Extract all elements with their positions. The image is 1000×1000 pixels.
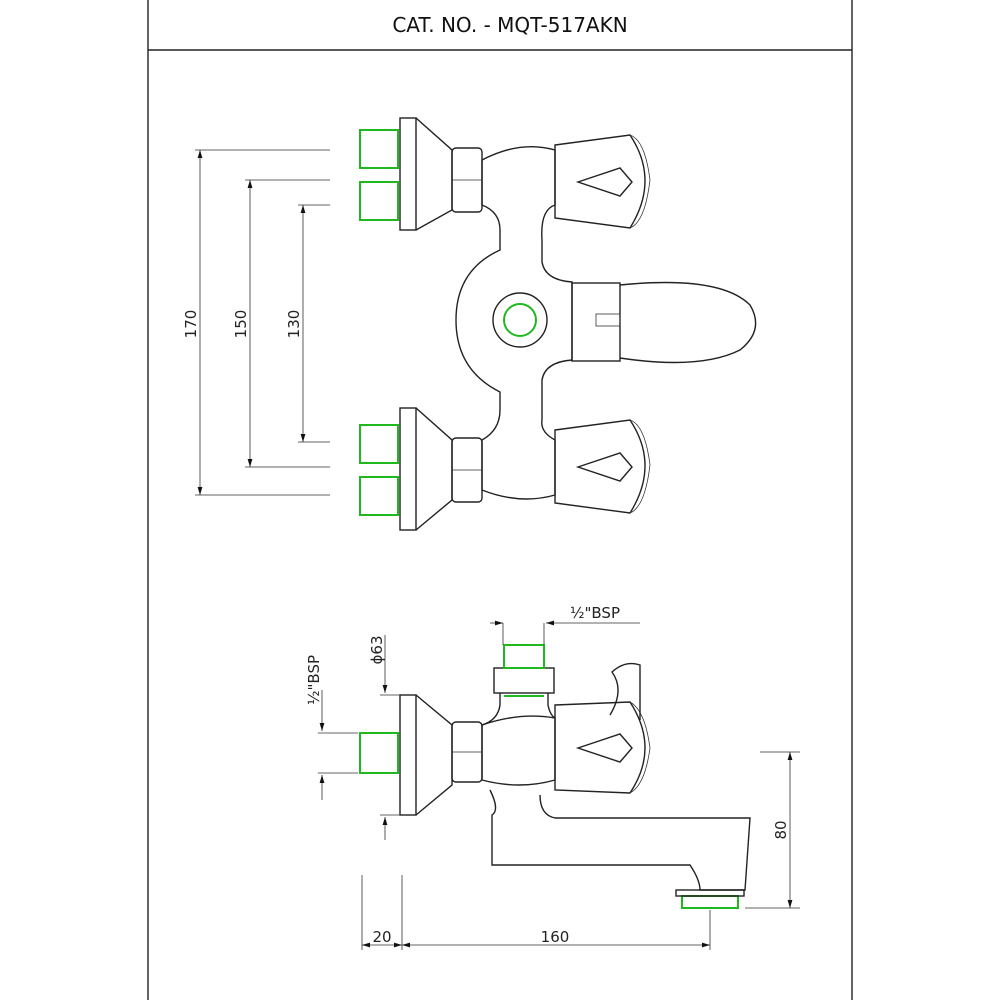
diverter-outer	[492, 292, 548, 348]
dim-150: 150	[232, 310, 250, 339]
dim-130: 130	[285, 310, 303, 339]
drawing-frame	[147, 0, 853, 1000]
lower-inlet	[359, 407, 483, 531]
wall-offset-label: 20	[372, 928, 391, 946]
body-plate	[455, 145, 573, 500]
catalog-title: CAT. NO. - MQT-517AKN	[392, 13, 627, 37]
side-view	[318, 620, 800, 950]
front-view: 170 150 130	[182, 117, 757, 531]
side-inlet-thread-label: ½"BSP	[305, 655, 323, 705]
dim-170: 170	[182, 310, 200, 339]
top-inlet-thread-label: ½"BSP	[570, 604, 620, 622]
flange-diameter-label: ϕ63	[368, 636, 386, 665]
diverter-inner	[503, 303, 537, 337]
upper-inlet	[359, 117, 483, 231]
front-dimensions	[195, 149, 330, 496]
upper-handle	[554, 134, 651, 229]
spout-height-label: 80	[772, 820, 790, 839]
lower-handle	[554, 419, 651, 514]
diverter-lever	[571, 281, 757, 364]
spout-reach-label: 160	[541, 928, 570, 946]
